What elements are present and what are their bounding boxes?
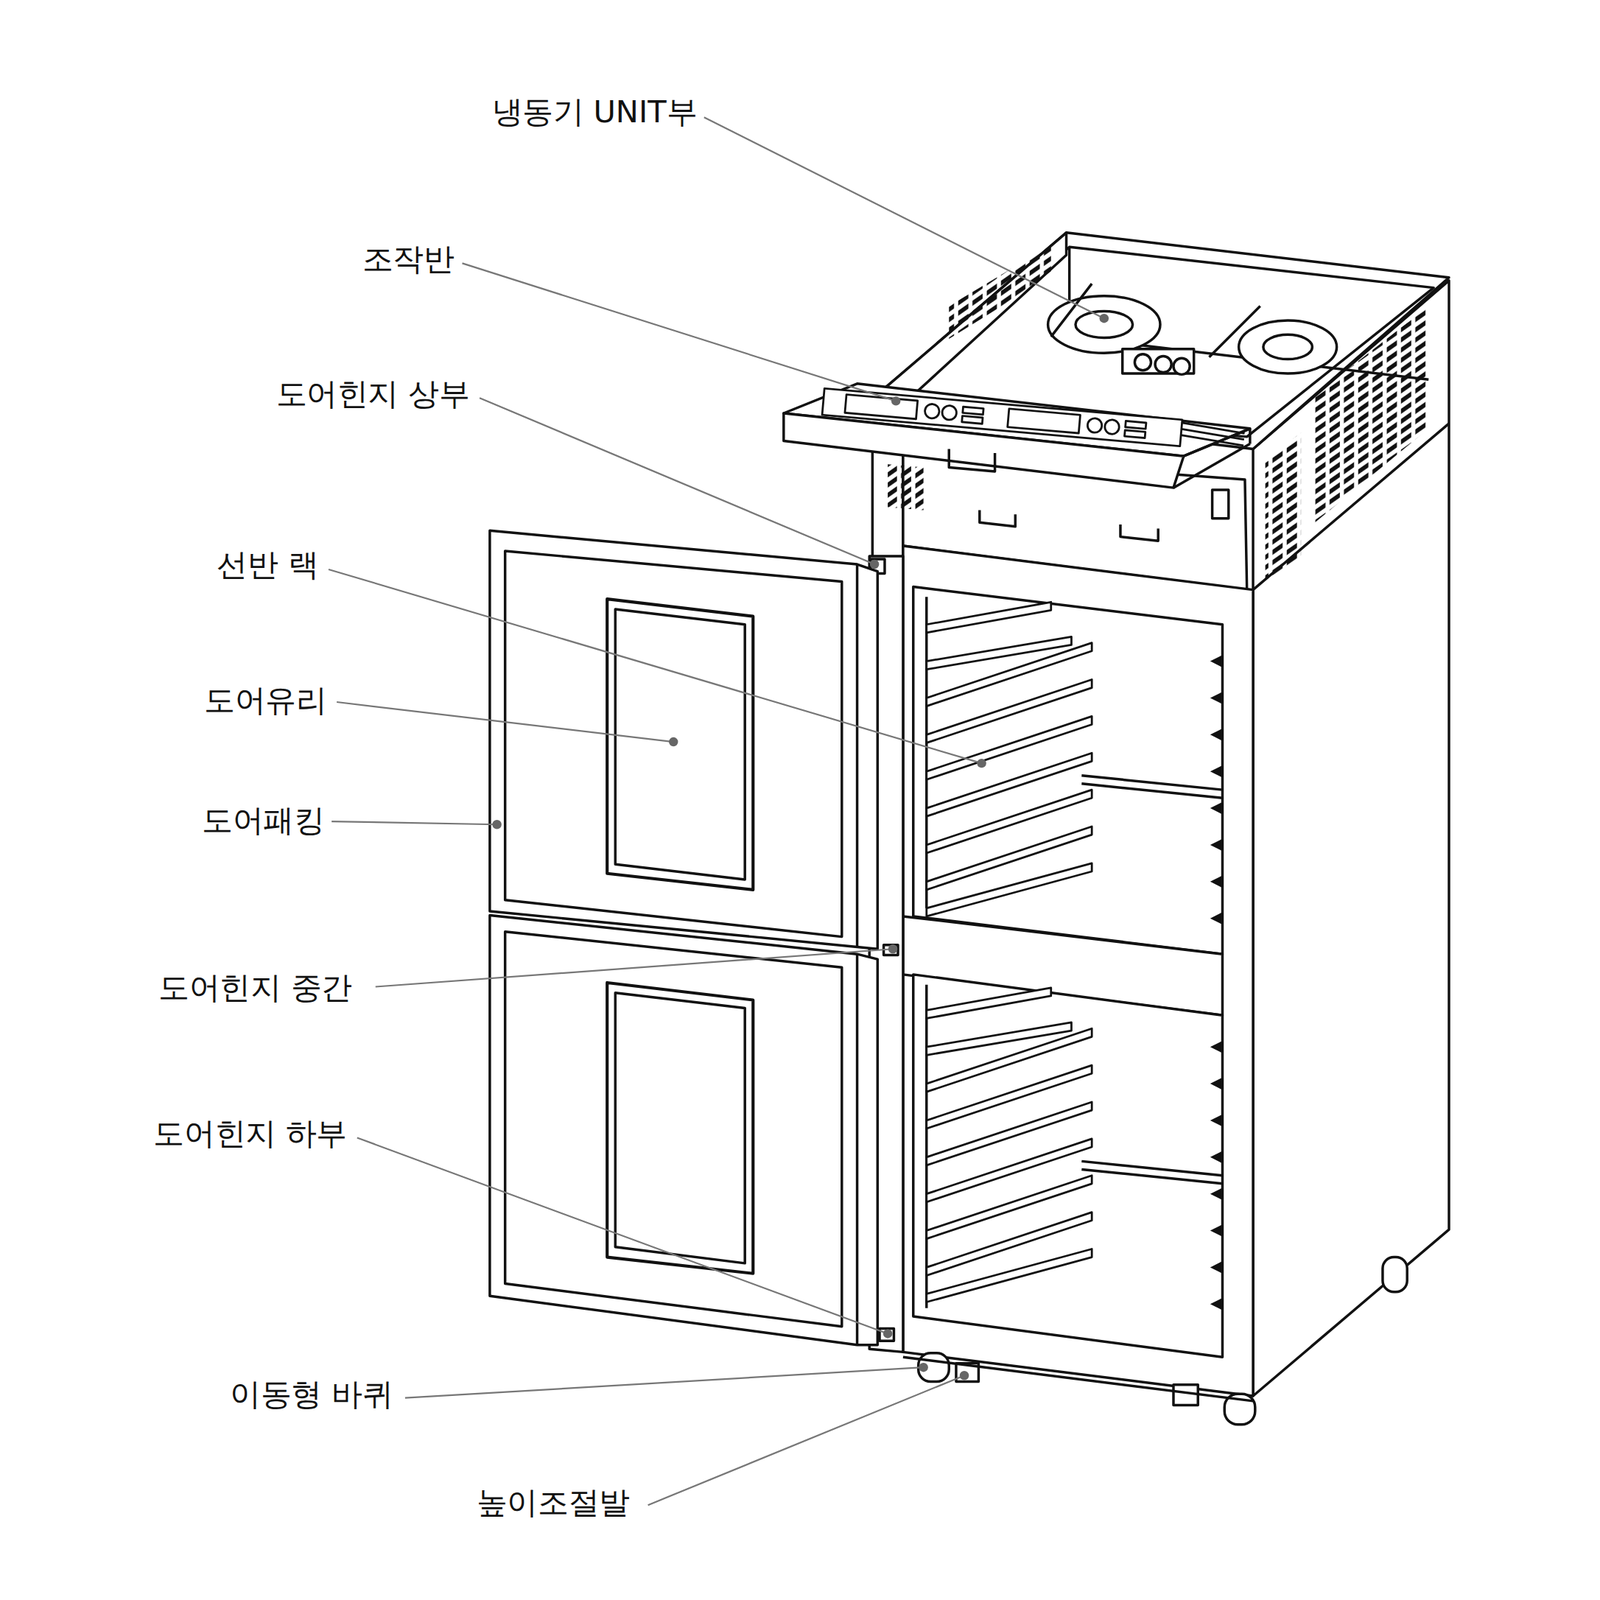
part-label: 이동형 바퀴 — [229, 1376, 393, 1414]
part-label: 도어패킹 — [201, 802, 325, 840]
part-label: 도어힌지 상부 — [276, 375, 470, 413]
part-label: 냉동기 UNIT부 — [492, 93, 698, 131]
part-label: 도어힌지 하부 — [153, 1115, 347, 1153]
part-label: 높이조절발 — [476, 1484, 630, 1522]
part-label: 도어힌지 중간 — [158, 969, 353, 1007]
part-label: 선반 랙 — [216, 546, 319, 584]
part-label: 도어유리 — [204, 682, 327, 720]
part-label: 조작반 — [362, 240, 455, 278]
